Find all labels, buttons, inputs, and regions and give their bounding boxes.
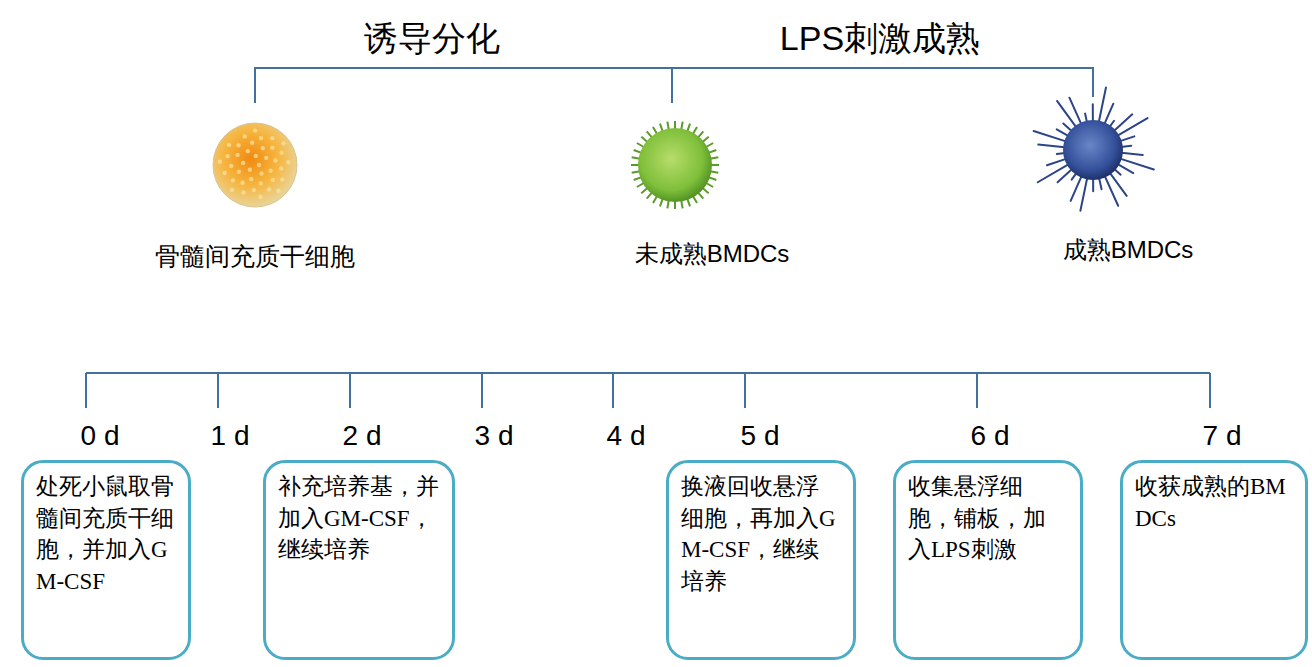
cell-label: 成熟BMDCs: [1063, 234, 1194, 266]
cell-texture-dot: [257, 163, 261, 167]
cell-texture: [218, 128, 291, 199]
day-label: 0 d: [81, 420, 120, 452]
bracket-line: [255, 68, 1093, 103]
timeline-ticks: [86, 373, 1210, 408]
cell-texture-dot: [252, 188, 256, 192]
timeline-axis: [86, 372, 1210, 374]
step-text: 换液回收悬浮细胞，再加入GM-CSF，继续培养: [681, 471, 841, 598]
timeline-tick: [217, 373, 219, 408]
cell-texture-dot: [273, 158, 277, 162]
cell-texture-dot: [279, 166, 283, 170]
mature-cell: [1063, 120, 1123, 180]
cell-texture-dot: [254, 154, 258, 158]
cell-texture-dot: [249, 177, 253, 181]
cell-spike: [1057, 101, 1078, 129]
cell-spike: [1104, 174, 1118, 206]
cell-texture-dot: [241, 190, 245, 194]
day-label: 1 d: [211, 420, 250, 452]
timeline-tick: [481, 373, 483, 408]
top-bracket: [255, 68, 1093, 103]
cell-texture-dot: [230, 188, 234, 192]
cell-texture-dot: [259, 171, 263, 175]
cell-texture-dot: [267, 187, 271, 191]
immature-cell-picture: [631, 121, 719, 209]
day-label: 6 d: [971, 420, 1010, 452]
cell-texture-dot: [225, 154, 229, 158]
step-box: 补充培养基，并加入GM-CSF，继续培养: [263, 460, 455, 660]
cell-texture-dot: [259, 181, 263, 185]
cell-texture-dot: [246, 149, 250, 153]
stem-cell-picture: [213, 123, 297, 207]
cell-texture-dot: [229, 164, 233, 168]
cell-texture-dot: [270, 146, 274, 150]
cell-texture-dot: [279, 151, 283, 155]
step-box: 换液回收悬浮细胞，再加入GM-CSF，继续培养: [666, 460, 856, 660]
cell-texture-dot: [276, 189, 280, 193]
cell-texture-dot: [270, 136, 274, 140]
cell-texture-dot: [250, 141, 254, 145]
cell-texture-dot: [240, 181, 244, 185]
mature-cell-picture: [1034, 88, 1154, 211]
cell-texture-dot: [218, 160, 222, 164]
step-text: 收集悬浮细胞，铺板，加入LPS刺激: [908, 471, 1068, 566]
cell-texture-dot: [237, 169, 241, 173]
step-text: 补充培养基，并加入GM-CSF，继续培养: [278, 471, 440, 566]
cell-texture-dot: [258, 195, 262, 199]
timeline-tick: [1209, 373, 1211, 408]
bracket-line: [671, 68, 673, 103]
step-box: 收获成熟的BMDCs: [1120, 460, 1308, 660]
immature-cell: [638, 128, 712, 202]
stem-cell: [213, 123, 297, 207]
day-label: 7 d: [1203, 420, 1242, 452]
cell-texture-dot: [286, 160, 290, 164]
cell-texture-dot: [280, 177, 284, 181]
cell-spike: [1069, 98, 1082, 127]
cell-label: 骨髓间充质干细胞: [155, 240, 355, 273]
step-text: 收获成熟的BMDCs: [1135, 471, 1293, 534]
cell-texture-dot: [264, 156, 268, 160]
timeline-tick: [976, 373, 978, 408]
cell-texture-dot: [243, 134, 247, 138]
step-box: 处死小鼠取骨髓间充质干细胞，并加入GM-CSF: [21, 460, 191, 660]
cell-texture-dot: [248, 168, 252, 172]
cell-spike: [1038, 163, 1071, 182]
timeline-tick: [744, 373, 746, 408]
step-box: 收集悬浮细胞，铺板，加入LPS刺激: [893, 460, 1083, 660]
cell-texture-dot: [236, 143, 240, 147]
day-label: 3 d: [475, 420, 514, 452]
cell-spikes: [631, 121, 719, 209]
cell-texture-dot: [222, 171, 226, 175]
day-label: 4 d: [607, 420, 646, 452]
cell-texture-dot: [281, 141, 285, 145]
cell-spike: [1115, 118, 1147, 137]
day-label: 5 d: [741, 420, 780, 452]
day-label: 2 d: [343, 420, 382, 452]
timeline-tick: [349, 373, 351, 408]
cell-texture-dot: [268, 168, 272, 172]
cell-texture-dot: [270, 178, 274, 182]
cell-texture-dot: [235, 153, 239, 157]
cell-spikes: [1034, 88, 1154, 211]
phase-label: 诱导分化: [364, 16, 500, 62]
cell-texture-dot: [231, 178, 235, 182]
step-text: 处死小鼠取骨髓间充质干细胞，并加入GM-CSF: [36, 471, 176, 598]
cell-texture-dot: [261, 146, 265, 150]
cell-spike: [1080, 175, 1087, 210]
cell-texture-dot: [253, 128, 257, 132]
cell-texture-dot: [227, 143, 231, 147]
timeline: [86, 373, 1210, 408]
phase-label: LPS刺激成熟: [780, 16, 980, 62]
cell-texture-dot: [259, 136, 263, 140]
cell-spike: [1098, 88, 1106, 125]
cell-label: 未成熟BMDCs: [635, 238, 790, 270]
cell-spike: [1038, 145, 1067, 148]
cell-texture-dot: [241, 161, 245, 165]
timeline-tick: [85, 373, 87, 408]
timeline-tick: [612, 373, 614, 408]
